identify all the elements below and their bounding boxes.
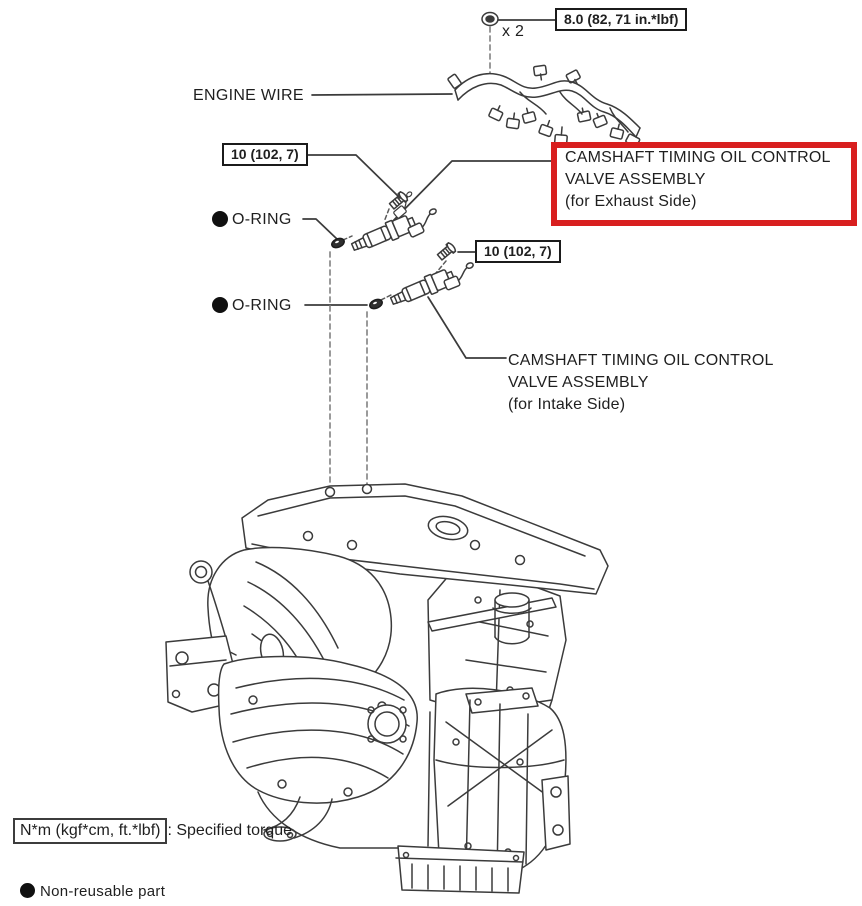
intake-valve-label-line1: CAMSHAFT TIMING OIL CONTROL xyxy=(508,352,774,369)
legend-torque-desc: : Specified torque xyxy=(167,822,292,839)
torque-spec-top: 8.0 (82, 71 in.*lbf) xyxy=(555,8,688,31)
engine-assembly xyxy=(165,483,609,894)
exhaust-valve-label-line1: CAMSHAFT TIMING OIL CONTROL xyxy=(565,149,831,166)
engine-wire-label: ENGINE WIRE xyxy=(193,87,304,104)
bolt-count-label: x 2 xyxy=(502,23,525,40)
engine-block xyxy=(427,559,567,847)
harness-connector xyxy=(521,107,537,124)
front-port xyxy=(367,704,407,744)
nonreusable-bullet-exhaust xyxy=(212,211,228,227)
legend-nonreusable-bullet xyxy=(20,883,35,898)
intake-valve-label-line2: VALVE ASSEMBLY xyxy=(508,374,649,391)
exhaust-valve-label-line3: (for Exhaust Side) xyxy=(565,193,697,210)
camshaft-valve-intake xyxy=(369,242,474,310)
bolt-exhaust xyxy=(388,191,409,210)
bolt-intake xyxy=(436,242,457,261)
harness-connector xyxy=(488,105,504,122)
harness-connector xyxy=(538,119,554,138)
intake-valve-label-line3: (for Intake Side) xyxy=(508,396,626,413)
exhaust-manifold xyxy=(217,655,418,842)
o-ring-intake xyxy=(369,298,383,310)
dashed-guides xyxy=(329,26,491,487)
exhaust-valve-label-line2: VALVE ASSEMBLY xyxy=(565,171,706,188)
oring-label-exhaust: O-RING xyxy=(232,211,292,228)
wire-connector xyxy=(393,191,413,219)
legend-torque: N*m (kgf*cm, ft.*lbf): Specified torque xyxy=(13,818,292,844)
harness-connector xyxy=(609,123,625,140)
harness-connector xyxy=(505,112,521,130)
camshaft-valve-exhaust xyxy=(331,191,437,251)
torque-spec-exhaust: 10 (102, 7) xyxy=(222,143,308,166)
harness-connector xyxy=(532,64,548,81)
oring-label-intake: O-RING xyxy=(232,297,292,314)
harness-connector xyxy=(565,69,581,85)
valve-cover xyxy=(241,483,609,595)
legend-torque-symbol: N*m (kgf*cm, ft.*lbf) xyxy=(13,818,168,844)
exhaust-valve-label: CAMSHAFT TIMING OIL CONTROL VALVE ASSEMB… xyxy=(565,147,831,213)
wire-connector xyxy=(407,208,437,238)
transmission xyxy=(433,687,571,880)
bolt-top xyxy=(481,11,499,27)
leader-lines xyxy=(302,19,556,359)
nonreusable-bullet-intake xyxy=(212,297,228,313)
dashed-links xyxy=(342,208,447,301)
harness-connector xyxy=(592,112,608,129)
harness-connector xyxy=(447,73,462,89)
torque-spec-intake: 10 (102, 7) xyxy=(475,240,561,263)
legend-nonreusable-label: Non-reusable part xyxy=(40,883,166,900)
harness-connector xyxy=(576,107,592,123)
wire-connector xyxy=(443,262,474,291)
oil-pan xyxy=(257,791,525,894)
filler-neck xyxy=(492,592,532,645)
engine-wire-harness xyxy=(447,64,641,148)
o-ring-exhaust xyxy=(331,237,345,249)
intake-valve-label: CAMSHAFT TIMING OIL CONTROL VALVE ASSEMB… xyxy=(508,350,774,416)
highlight-box xyxy=(551,142,857,226)
